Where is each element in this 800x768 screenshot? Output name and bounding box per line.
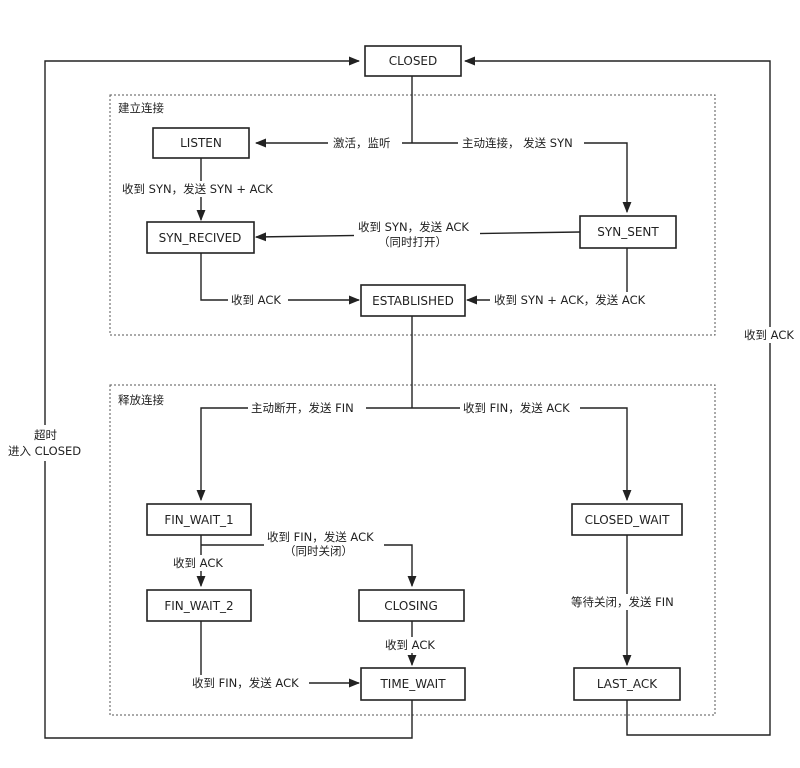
svg-text:收到 FIN，发送 ACK: 收到 FIN，发送 ACK <box>463 401 570 415</box>
label-closing-ack: 收到 ACK <box>382 637 442 653</box>
state-last-ack: LAST_ACK <box>573 667 681 701</box>
svg-text:CLOSING: CLOSING <box>384 599 438 613</box>
label-simul-close: 收到 FIN，发送 ACK （同时关闭） <box>264 528 384 560</box>
svg-text:收到 ACK: 收到 ACK <box>385 638 435 652</box>
svg-text:ESTABLISHED: ESTABLISHED <box>372 294 454 308</box>
state-time-wait: TIME_WAIT <box>360 667 466 701</box>
edge-timeout-closed <box>44 56 413 739</box>
state-fin-wait-1: FIN_WAIT_1 <box>146 503 252 536</box>
edge-to-fin-wait-1 <box>196 407 412 502</box>
state-closed: CLOSED <box>364 45 462 77</box>
state-listen: LISTEN <box>152 127 250 159</box>
label-recived-ack: 收到 ACK <box>228 292 288 308</box>
svg-text:SYN_RECIVED: SYN_RECIVED <box>159 231 242 245</box>
svg-text:SYN_SENT: SYN_SENT <box>597 225 659 239</box>
edge-to-syn-sent <box>412 142 632 214</box>
state-closing: CLOSING <box>358 589 465 622</box>
svg-text:LISTEN: LISTEN <box>180 136 222 150</box>
edge-to-closed-wait <box>412 407 632 502</box>
svg-text:CLOSED_WAIT: CLOSED_WAIT <box>585 513 670 527</box>
svg-text:收到 ACK: 收到 ACK <box>231 293 281 307</box>
label-listen-recived: 收到 SYN，发送 SYN + ACK <box>118 181 286 197</box>
state-fin-wait-2: FIN_WAIT_2 <box>146 589 252 622</box>
label-fw1-ack: 收到 ACK <box>170 555 230 571</box>
label-fw2-fin: 收到 FIN，发送 ACK <box>189 675 309 691</box>
svg-text:等待关闭，发送 FIN: 等待关闭，发送 FIN <box>571 595 674 609</box>
edge-lastack-closed <box>463 56 771 736</box>
label-wait-close: 等待关闭，发送 FIN <box>568 594 686 610</box>
label-activate-listen: 激活，监听 <box>328 135 402 151</box>
svg-text:（同时关闭）: （同时关闭） <box>284 544 353 558</box>
svg-text:收到 ACK: 收到 ACK <box>173 556 223 570</box>
edge-recived-established <box>200 253 361 305</box>
label-passive-close: 收到 FIN，发送 ACK <box>460 400 580 416</box>
svg-text:超时: 超时 <box>34 428 57 442</box>
state-established: ESTABLISHED <box>360 284 466 317</box>
svg-text:LAST_ACK: LAST_ACK <box>597 677 658 691</box>
svg-text:收到 FIN，发送 ACK: 收到 FIN，发送 ACK <box>267 530 374 544</box>
label-active-close: 主动断开，发送 FIN <box>248 400 366 416</box>
region-establish-label: 建立连接 <box>118 101 164 115</box>
svg-text:收到 SYN + ACK，发送 ACK: 收到 SYN + ACK，发送 ACK <box>494 293 646 307</box>
region-release-label: 释放连接 <box>118 393 164 407</box>
svg-text:CLOSED: CLOSED <box>389 54 438 68</box>
svg-text:激活，监听: 激活，监听 <box>333 136 391 150</box>
label-sent-synack: 收到 SYN + ACK，发送 ACK <box>490 292 658 308</box>
svg-text:（同时打开）: （同时打开） <box>378 235 447 249</box>
svg-text:收到 SYN，发送 ACK: 收到 SYN，发送 ACK <box>358 220 469 234</box>
label-timeout: 超时 进入 CLOSED <box>4 425 88 461</box>
state-syn-sent: SYN_SENT <box>579 215 677 249</box>
label-lastack-ack: 收到 ACK <box>742 327 800 343</box>
svg-text:收到 FIN，发送 ACK: 收到 FIN，发送 ACK <box>192 676 299 690</box>
svg-text:FIN_WAIT_1: FIN_WAIT_1 <box>164 513 233 527</box>
label-active-connect: 主动连接， 发送 SYN <box>458 135 584 151</box>
label-simul-open: 收到 SYN，发送 ACK （同时打开） <box>354 219 480 251</box>
svg-text:进入 CLOSED: 进入 CLOSED <box>8 444 81 458</box>
svg-text:收到 SYN，发送 SYN + ACK: 收到 SYN，发送 SYN + ACK <box>122 182 273 196</box>
state-syn-recived: SYN_RECIVED <box>146 221 255 254</box>
svg-text:主动断开，发送 FIN: 主动断开，发送 FIN <box>251 401 354 415</box>
svg-text:FIN_WAIT_2: FIN_WAIT_2 <box>164 599 233 613</box>
svg-text:主动连接， 发送 SYN: 主动连接， 发送 SYN <box>462 136 573 150</box>
svg-text:TIME_WAIT: TIME_WAIT <box>379 677 446 691</box>
state-closed-wait: CLOSED_WAIT <box>571 503 683 536</box>
svg-text:收到 ACK: 收到 ACK <box>744 328 794 342</box>
region-establish <box>109 94 716 336</box>
edge-fw2-timewait <box>200 621 361 688</box>
